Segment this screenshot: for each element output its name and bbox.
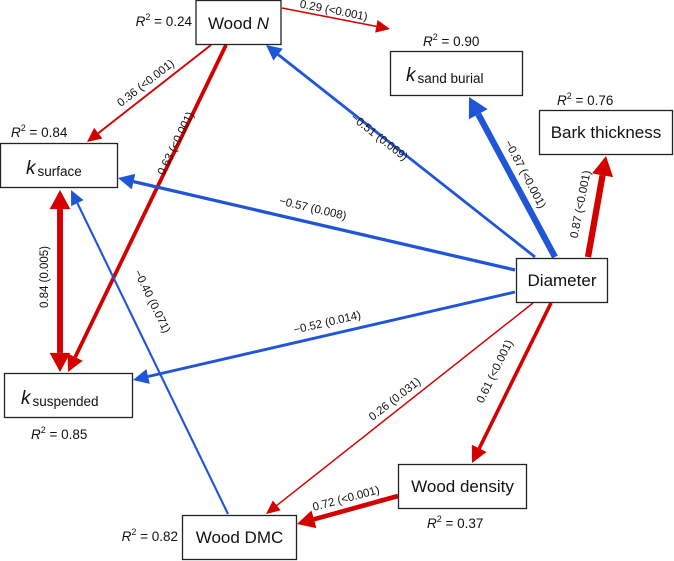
node-box: [515, 257, 609, 304]
edge-label-woodn-ksand: 0.29 (<0.001): [299, 0, 369, 24]
node-wood-density: Wood density R2 = 0.37: [397, 463, 528, 531]
edge-diameter-wooddmc: [276, 302, 534, 507]
arrowhead-icon: [67, 353, 83, 372]
edge-woodn-ksurface: [97, 44, 212, 134]
arrowhead-icon: [266, 500, 281, 514]
arrowhead-icon: [87, 127, 103, 142]
r2-label: R2 = 0.76: [557, 91, 613, 108]
r2-label: R2 = 0.37: [427, 514, 483, 531]
edge-diameter-wooddensity: [477, 302, 553, 450]
r2-label: R2 = 0.84: [11, 123, 68, 140]
edge-wooddmc-ksurface: [76, 202, 229, 515]
node-box: [181, 514, 298, 561]
edge-woodn-ksand: [281, 7, 377, 28]
arrowhead-icon: [468, 97, 488, 120]
edge-label-woodn-ksurface: 0.36 (<0.001): [115, 58, 177, 110]
arrowhead-icon: [375, 20, 390, 33]
edge-label-woodn-ksuspended: 0.63 (<0.001): [156, 110, 197, 177]
node-label: Wood density: [411, 477, 514, 496]
r2-label: R2 = 0.82: [122, 527, 178, 544]
node-diameter: Diameter: [515, 257, 609, 304]
edge-label-diameter-bark: 0.87 (<0.001): [569, 169, 594, 239]
arrowhead-icon: [297, 510, 317, 529]
r2-label: R2 = 0.90: [423, 32, 479, 49]
arrowhead-icon: [266, 45, 283, 61]
edge-diameter-ksand: [475, 112, 558, 259]
edge-woodn-ksuspended: [73, 44, 228, 358]
edge-diameter-bark: [584, 174, 606, 258]
edge-wooddensity-wooddmc: [313, 493, 399, 522]
edge-diameter-ksuspended: [147, 290, 516, 378]
arrowhead-icon: [133, 369, 150, 384]
node-box: [389, 50, 524, 97]
node-wood-n: Wood N R2 = 0.24: [136, 0, 282, 46]
arrowhead-icon: [49, 190, 71, 210]
arrowhead-icon: [592, 156, 614, 178]
edge-label-diameter-woodn: −0.51 (0.069): [348, 112, 410, 164]
node-label: Wood DMC: [196, 528, 284, 547]
node-label: Wood N: [208, 14, 270, 33]
arrowhead-icon: [118, 173, 136, 190]
node-box: [0, 142, 119, 189]
node-label: Diameter: [528, 271, 597, 290]
edges-layer: [49, 7, 614, 529]
node-bark-thickness: Bark thickness R2 = 0.76: [538, 91, 674, 156]
edge-diameter-woodn: [277, 53, 536, 259]
node-box: [397, 463, 528, 510]
edge-label-diameter-wooddensity: 0.61 (<0.001): [475, 338, 516, 405]
node-box: [3, 372, 134, 419]
node-label: Bark thickness: [551, 123, 662, 142]
edge-label-diameter-wooddmc: 0.26 (0.031): [367, 376, 423, 424]
node-box: [195, 0, 282, 46]
arrowhead-icon: [471, 444, 487, 463]
r2-label: R2 = 0.24: [136, 12, 193, 29]
node-wood-dmc: Wood DMC R2 = 0.82: [122, 514, 298, 561]
edge-label-ksurface-ksuspended: 0.84 (0.005): [39, 246, 51, 308]
edge-label-diameter-ksuspended: −0.52 (0.014): [292, 309, 362, 336]
arrowhead-icon: [49, 352, 71, 372]
edge-diameter-ksurface: [133, 180, 516, 272]
node-box: [538, 109, 674, 156]
r2-label: R2 = 0.85: [31, 425, 87, 442]
arrowhead-icon: [71, 190, 84, 207]
